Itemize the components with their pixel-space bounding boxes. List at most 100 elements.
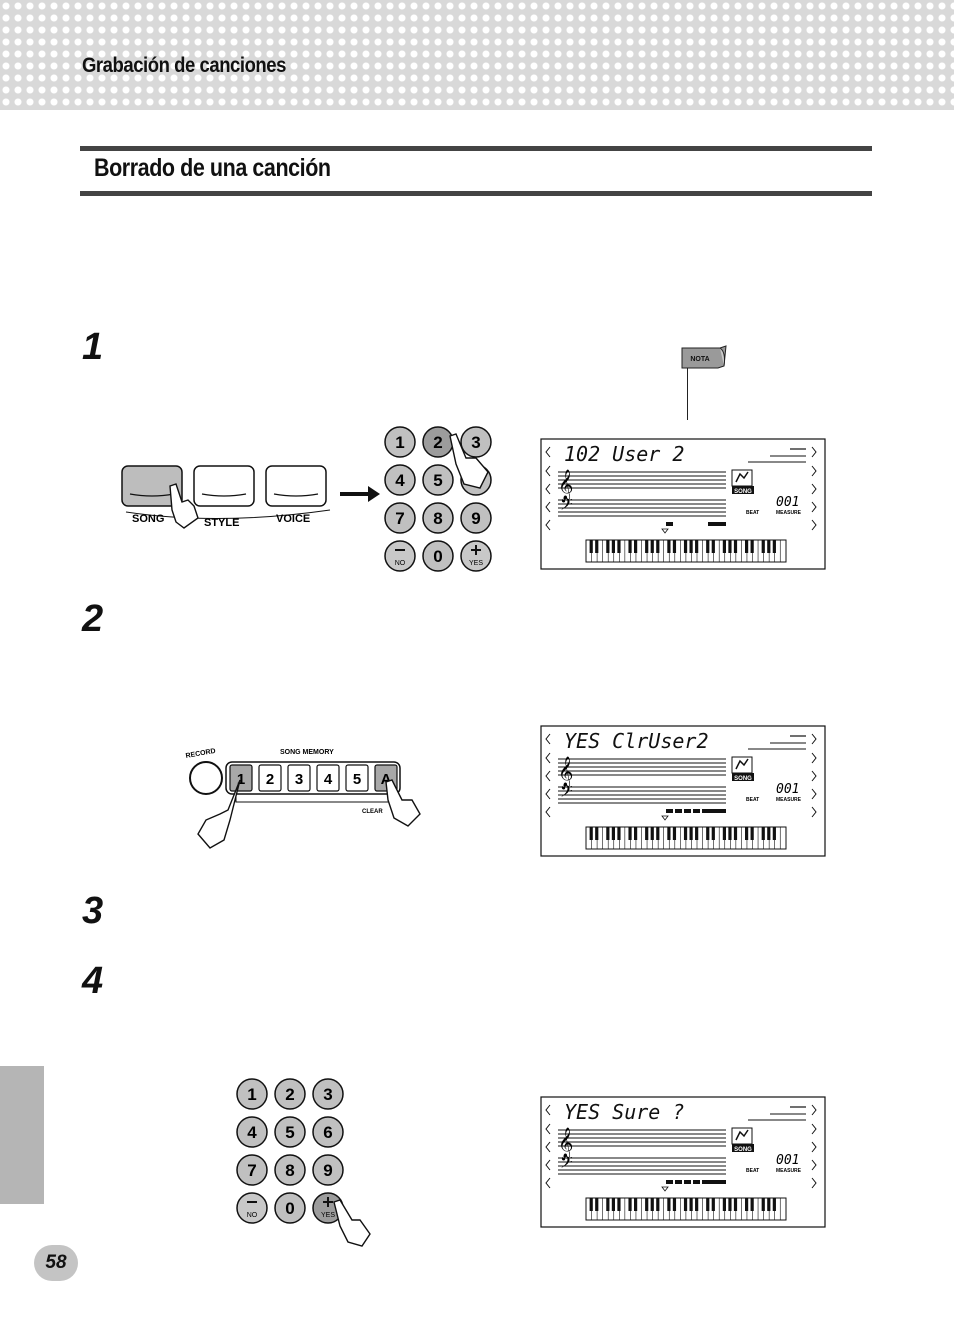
keypad-key-0[interactable]: 0 xyxy=(274,1192,306,1224)
lcd-main-text: 102 User 2 xyxy=(564,442,684,466)
track-button-2[interactable]: 2 xyxy=(258,764,282,792)
lcd-right-arrow-icon xyxy=(811,770,817,782)
lcd-right-arrow-icon xyxy=(811,1104,817,1116)
pointing-hand-icon xyxy=(169,483,199,529)
keypad-key-2[interactable]: 2 xyxy=(274,1078,306,1110)
pointing-hand-icon xyxy=(449,433,489,489)
track-button-label: 4 xyxy=(324,771,333,788)
voice-button[interactable] xyxy=(265,465,327,507)
keypad-key-label: 7 xyxy=(247,1161,256,1180)
keypad-key-7[interactable]: 7 xyxy=(384,502,416,534)
record-button[interactable] xyxy=(189,761,223,795)
lcd-left-arrow-icon xyxy=(545,1123,551,1135)
bass-clef-icon: 𝄢 xyxy=(560,494,573,518)
step-3-number: 3 xyxy=(82,890,104,932)
keypad-key-1[interactable]: 1 xyxy=(384,426,416,458)
right-arrow-icon xyxy=(340,486,380,502)
keypad-key-label: 5 xyxy=(433,471,442,490)
lcd-acmp-indicator xyxy=(708,1180,726,1184)
keypad-key-3[interactable]: 3 xyxy=(312,1078,344,1110)
keypad-key-label: 0 xyxy=(433,547,442,566)
keypad-key-yes[interactable]: YES xyxy=(312,1192,344,1224)
keypad-key-9[interactable]: 9 xyxy=(460,502,492,534)
keypad-key-1[interactable]: 1 xyxy=(236,1078,268,1110)
keypad-key-label: 9 xyxy=(471,509,480,528)
treble-clef-icon: 𝄞 xyxy=(558,469,573,501)
keypad-key-5[interactable]: 5 xyxy=(422,464,454,496)
lcd-right-arrow-icon xyxy=(811,1141,817,1153)
lcd-marker-icon xyxy=(661,528,669,534)
lcd-keyboard xyxy=(585,826,787,850)
keypad-key-label: 3 xyxy=(471,433,480,452)
keypad-key-label: YES xyxy=(321,1212,335,1219)
lcd-right-arrow-icon xyxy=(811,1123,817,1135)
lcd-measure-value: 001 xyxy=(776,495,799,510)
lcd-main-text: YES ClrUser2 xyxy=(564,729,709,753)
keypad-key-label: 5 xyxy=(285,1123,294,1142)
lcd-right-arrow-icon xyxy=(811,806,817,818)
lcd-right-arrow-icon xyxy=(811,752,817,764)
lcd-left-arrow-icon xyxy=(545,733,551,745)
keypad-key-8[interactable]: 8 xyxy=(422,502,454,534)
keypad-key-5[interactable]: 5 xyxy=(274,1116,306,1148)
keypad-key-label: 9 xyxy=(323,1161,332,1180)
lcd-measure-value: 001 xyxy=(776,1153,799,1168)
keypad-key-9[interactable]: 9 xyxy=(312,1154,344,1186)
lcd-right-arrow-icon xyxy=(811,1177,817,1189)
keypad-key-no[interactable]: NO xyxy=(236,1192,268,1224)
lcd-left-arrow-icon xyxy=(545,752,551,764)
lcd-track-indicator xyxy=(702,809,709,813)
step-4-number: 4 xyxy=(82,960,104,1002)
song-mode-icon: SONG xyxy=(731,756,754,782)
keypad-key-label: 8 xyxy=(433,509,442,528)
keypad-key-4[interactable]: 4 xyxy=(384,464,416,496)
track-button-1[interactable]: 1 xyxy=(229,764,253,792)
lcd-song-label: SONG xyxy=(734,489,752,495)
keypad-key-8[interactable]: 8 xyxy=(274,1154,306,1186)
track-button-5[interactable]: 5 xyxy=(345,764,369,792)
lcd-left-arrow-icon xyxy=(545,519,551,531)
keypad-key-yes[interactable]: YES xyxy=(460,540,492,572)
keypad-key-7[interactable]: 7 xyxy=(236,1154,268,1186)
lcd-beat-label: BEAT xyxy=(746,797,759,803)
keypad-key-label: 1 xyxy=(247,1085,256,1104)
lcd-marker-icon xyxy=(661,1186,669,1192)
lcd-song-label: SONG xyxy=(734,776,752,782)
lcd-left-arrow-icon xyxy=(545,465,551,477)
lcd-measure-value: 001 xyxy=(776,782,799,797)
song-memory-title: SONG MEMORY xyxy=(280,749,334,756)
lcd-acmp-indicator xyxy=(708,809,726,813)
lcd-left-arrow-icon xyxy=(545,501,551,513)
keypad-key-3[interactable]: 3 xyxy=(460,426,492,458)
track-button-4[interactable]: 4 xyxy=(316,764,340,792)
lcd-measure-label: MEASURE xyxy=(776,797,802,803)
lcd-track-indicator xyxy=(675,809,682,813)
record-label: RECORD xyxy=(185,748,216,760)
lcd-track-indicator xyxy=(666,809,673,813)
keypad-key-label: 2 xyxy=(433,433,442,452)
keypad-key-0[interactable]: 0 xyxy=(422,540,454,572)
lcd-right-arrow-icon xyxy=(811,788,817,800)
track-button-label: 2 xyxy=(266,771,274,788)
lcd-song-label: SONG xyxy=(734,1147,752,1153)
keypad-key-6[interactable]: 6 xyxy=(312,1116,344,1148)
keypad-key-label: 3 xyxy=(323,1085,332,1104)
keypad-key-label: NO xyxy=(395,560,406,567)
lcd-right-arrow-icon xyxy=(811,501,817,513)
panel-buttons-group: SONG STYLE VOICE xyxy=(121,465,331,529)
lcd-left-arrow-icon xyxy=(545,806,551,818)
section-rule-bottom xyxy=(80,191,872,196)
keypad-key-no[interactable]: NO xyxy=(384,540,416,572)
lcd-left-arrow-icon xyxy=(545,1177,551,1189)
lcd-acmp-indicator xyxy=(708,522,726,526)
keypad-key-4[interactable]: 4 xyxy=(236,1116,268,1148)
style-button[interactable] xyxy=(193,465,255,507)
keypad-key-label: 1 xyxy=(395,433,404,452)
lcd-left-arrow-icon xyxy=(545,770,551,782)
lcd-marker-icon xyxy=(661,815,669,821)
lcd-main-text: YES Sure ? xyxy=(564,1100,684,1124)
track-button-3[interactable]: 3 xyxy=(287,764,311,792)
keypad-key-label: YES xyxy=(469,560,483,567)
